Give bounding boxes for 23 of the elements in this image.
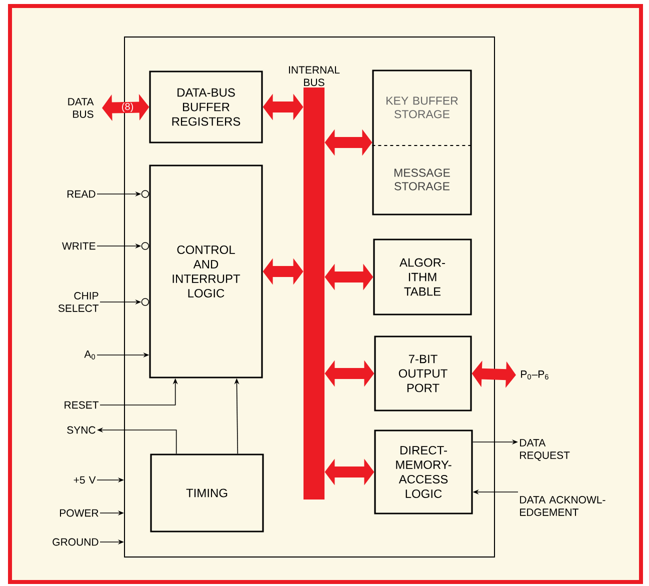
logic-box: CONTROL AND INTERRUPT LOGIC	[149, 164, 263, 378]
signal-label: READ	[68, 190, 96, 198]
signal-label: +5 V	[74, 476, 96, 484]
signal-label: P$_{0}$–P$_{6}$	[521, 370, 548, 380]
signal-label: POWER	[60, 509, 98, 517]
signal-label: GROUND	[52, 538, 98, 546]
signal-label: DATA REQUEST	[520, 439, 570, 461]
buffer-box: DATA-BUS BUFFER REGISTERS	[149, 70, 263, 144]
table-box: ALGOR- ITHM TABLE	[373, 238, 472, 316]
edge-label: (8)	[120, 102, 134, 113]
port-box: 7-BIT OUTPUT PORT	[374, 336, 472, 412]
signal-label: RESET	[64, 401, 99, 409]
timing-box: TIMING	[150, 454, 264, 532]
storage-box: KEY BUFFER STORAGE MESSAGE STORAGE	[372, 70, 472, 216]
signal-label: DATA BUS	[68, 98, 94, 118]
signal-label: A$_{0}$	[84, 350, 96, 360]
logic-box: DIRECT- MEMORY- ACCESS LOGIC	[374, 430, 473, 514]
signal-label: DATA ACKNOWL- EDGEMENT	[520, 496, 606, 516]
signal-label: WRITE	[62, 242, 96, 250]
signal-label: CHIP SELECT	[58, 292, 99, 312]
bus-label: INTERNAL BUS	[289, 66, 340, 86]
chip-outline	[124, 36, 495, 558]
signal-label: SYNC	[67, 426, 96, 434]
